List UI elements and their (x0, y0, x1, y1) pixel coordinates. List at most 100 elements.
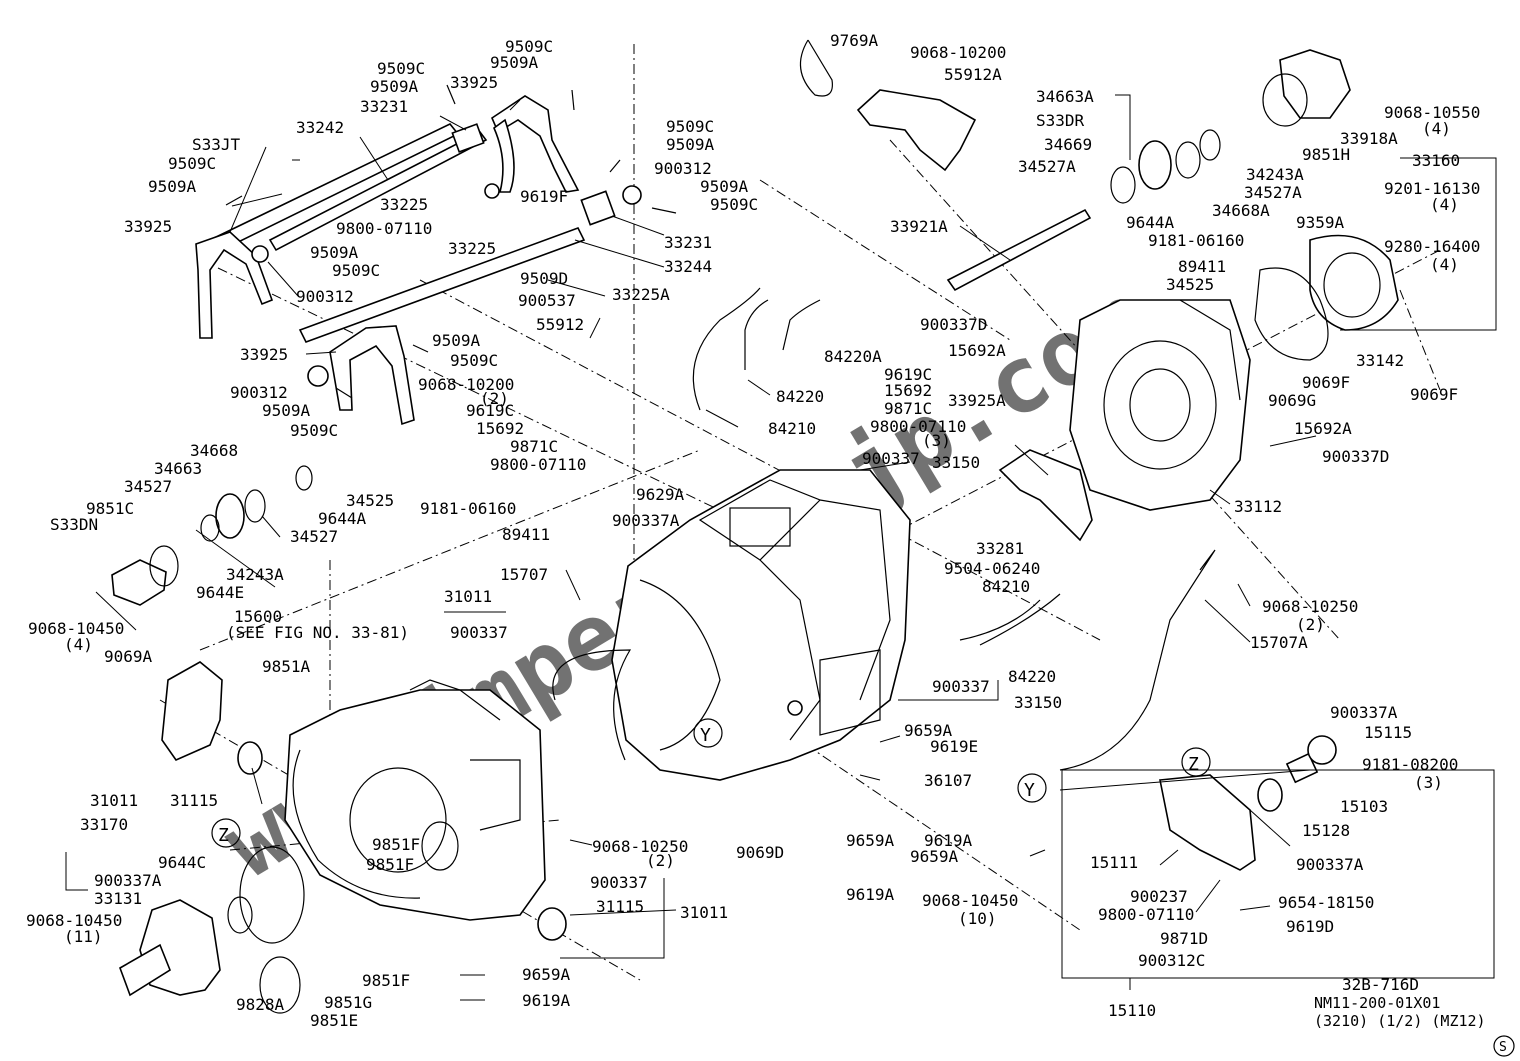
part-label: (SEE FIG NO. 33-81) (226, 623, 409, 642)
part-label: 9509C (377, 59, 425, 78)
part-label: 9509A (666, 135, 715, 154)
part-label: 900312C (1138, 951, 1205, 970)
part-label: 9800-07110 (1098, 905, 1194, 924)
part-label: 900237 (1130, 887, 1188, 906)
part-label: 9654-18150 (1278, 893, 1374, 912)
part-label: 9800-07110 (490, 455, 586, 474)
part-label: 33925 (124, 217, 172, 236)
part-label: 34663 (154, 459, 202, 478)
part-label: 15692A (948, 341, 1006, 360)
part-label: 9068-10250 (1262, 597, 1358, 616)
part-label: 9280-16400 (1384, 237, 1480, 256)
part-label: 84210 (982, 577, 1030, 596)
part-label: 9509A (432, 331, 481, 350)
part-label: 9851E (310, 1011, 358, 1030)
part-label: 34525 (1166, 275, 1214, 294)
part-label: 34527A (1018, 157, 1076, 176)
part-label: 15600 (234, 607, 282, 626)
part-label: 31115 (596, 897, 644, 916)
part-label: 9509C (168, 154, 216, 173)
corner-mark: S (1499, 1040, 1507, 1055)
part-label: 900337A (1296, 855, 1364, 874)
part-label: 9851C (86, 499, 134, 518)
left-assemblies (111, 465, 567, 1014)
part-label: 9851H (1302, 145, 1350, 164)
callout-markers: Y Y Z Z S (211, 718, 1515, 1057)
part-label: 9619D (1286, 917, 1334, 936)
part-label: 33242 (296, 118, 344, 137)
part-label: 900337A (612, 511, 680, 530)
part-label: 33925A (948, 391, 1006, 410)
part-label: 9504-06240 (944, 559, 1040, 578)
part-label: (4) (64, 635, 93, 654)
part-label: 9828A (236, 995, 285, 1014)
part-label: 900337A (1330, 703, 1398, 722)
part-label: 15115 (1364, 723, 1412, 742)
part-label: 33170 (80, 815, 128, 834)
part-label: 9181-08200 (1362, 755, 1458, 774)
part-label: 9068-10200 (418, 375, 514, 394)
part-label: 33925 (450, 73, 498, 92)
part-label: 33244 (664, 257, 712, 276)
part-label: 9644A (318, 509, 367, 528)
part-label: 33925 (240, 345, 288, 364)
part-label: 55912 (536, 315, 584, 334)
part-labels: 9509C 9509A 9509C 9509A 33925 33231 3324… (26, 31, 1480, 1030)
drawing-code: 32B-716D (1342, 975, 1419, 994)
part-label: 9509D (520, 269, 568, 288)
part-label: 15692 (476, 419, 524, 438)
part-label: 33131 (94, 889, 142, 908)
part-label: 9871C (884, 399, 932, 418)
part-label: S33DR (1036, 111, 1085, 130)
callout-z-1: Z (218, 825, 229, 846)
part-label: 33225 (448, 239, 496, 258)
part-label: 31011 (680, 903, 728, 922)
part-label: 15707 (500, 565, 548, 584)
part-label: 9769A (830, 31, 879, 50)
sensor-harnesses (552, 287, 1216, 771)
part-label: 33150 (932, 453, 980, 472)
part-label: 9359A (1296, 213, 1345, 232)
part-label: 9619C (884, 365, 932, 384)
part-label: 9069F (1410, 385, 1458, 404)
part-label: 9800-07110 (870, 417, 966, 436)
part-label: 9851A (262, 657, 311, 676)
part-label: 9619A (846, 885, 895, 904)
part-label: 9659A (904, 721, 953, 740)
part-label: 89411 (502, 525, 550, 544)
part-label: 34243A (226, 565, 284, 584)
part-label: (3) (922, 431, 951, 450)
part-label: S33DN (50, 515, 98, 534)
part-label: 15111 (1090, 853, 1138, 872)
part-label: (4) (1422, 119, 1451, 138)
part-label: 9068-10450 (922, 891, 1018, 910)
part-label: (4) (1430, 195, 1459, 214)
part-label: 9201-16130 (1384, 179, 1480, 198)
part-label: 9644C (158, 853, 206, 872)
part-label: 15692A (1294, 419, 1352, 438)
part-label: 55912A (944, 65, 1002, 84)
part-label: 900337 (590, 873, 648, 892)
part-label: 15110 (1108, 1001, 1156, 1020)
part-label: 9068-10250 (592, 837, 688, 856)
leader-lines (95, 99, 1317, 1001)
part-label: (2) (480, 389, 509, 408)
part-label: 9509C (332, 261, 380, 280)
part-label: 34243A (1246, 165, 1304, 184)
part-label: 34527 (290, 527, 338, 546)
part-label: 9509C (505, 37, 553, 56)
callout-z-2: Z (1188, 754, 1199, 775)
part-label: 33225 (380, 195, 428, 214)
part-label: 84220 (776, 387, 824, 406)
part-label: 9068-10550 (1384, 103, 1480, 122)
part-label: 9509A (700, 177, 749, 196)
part-label: 33281 (976, 539, 1024, 558)
part-label: 9871C (510, 437, 558, 456)
part-label: 33918A (1340, 129, 1398, 148)
part-label: 36107 (924, 771, 972, 790)
part-label: 34663A (1036, 87, 1094, 106)
part-label: 9068-10450 (28, 619, 124, 638)
part-label: 9619A (522, 991, 571, 1010)
part-label: 9509C (666, 117, 714, 136)
